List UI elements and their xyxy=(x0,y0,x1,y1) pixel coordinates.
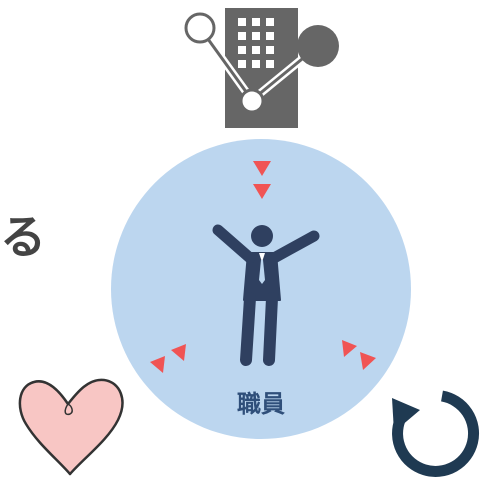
arrow-right-icon xyxy=(342,340,376,370)
side-text-fragment: る xyxy=(0,214,46,260)
arrow-left-icon xyxy=(150,344,186,373)
staff-label: 職員 xyxy=(237,390,285,418)
arrow-top-icon xyxy=(253,161,271,199)
